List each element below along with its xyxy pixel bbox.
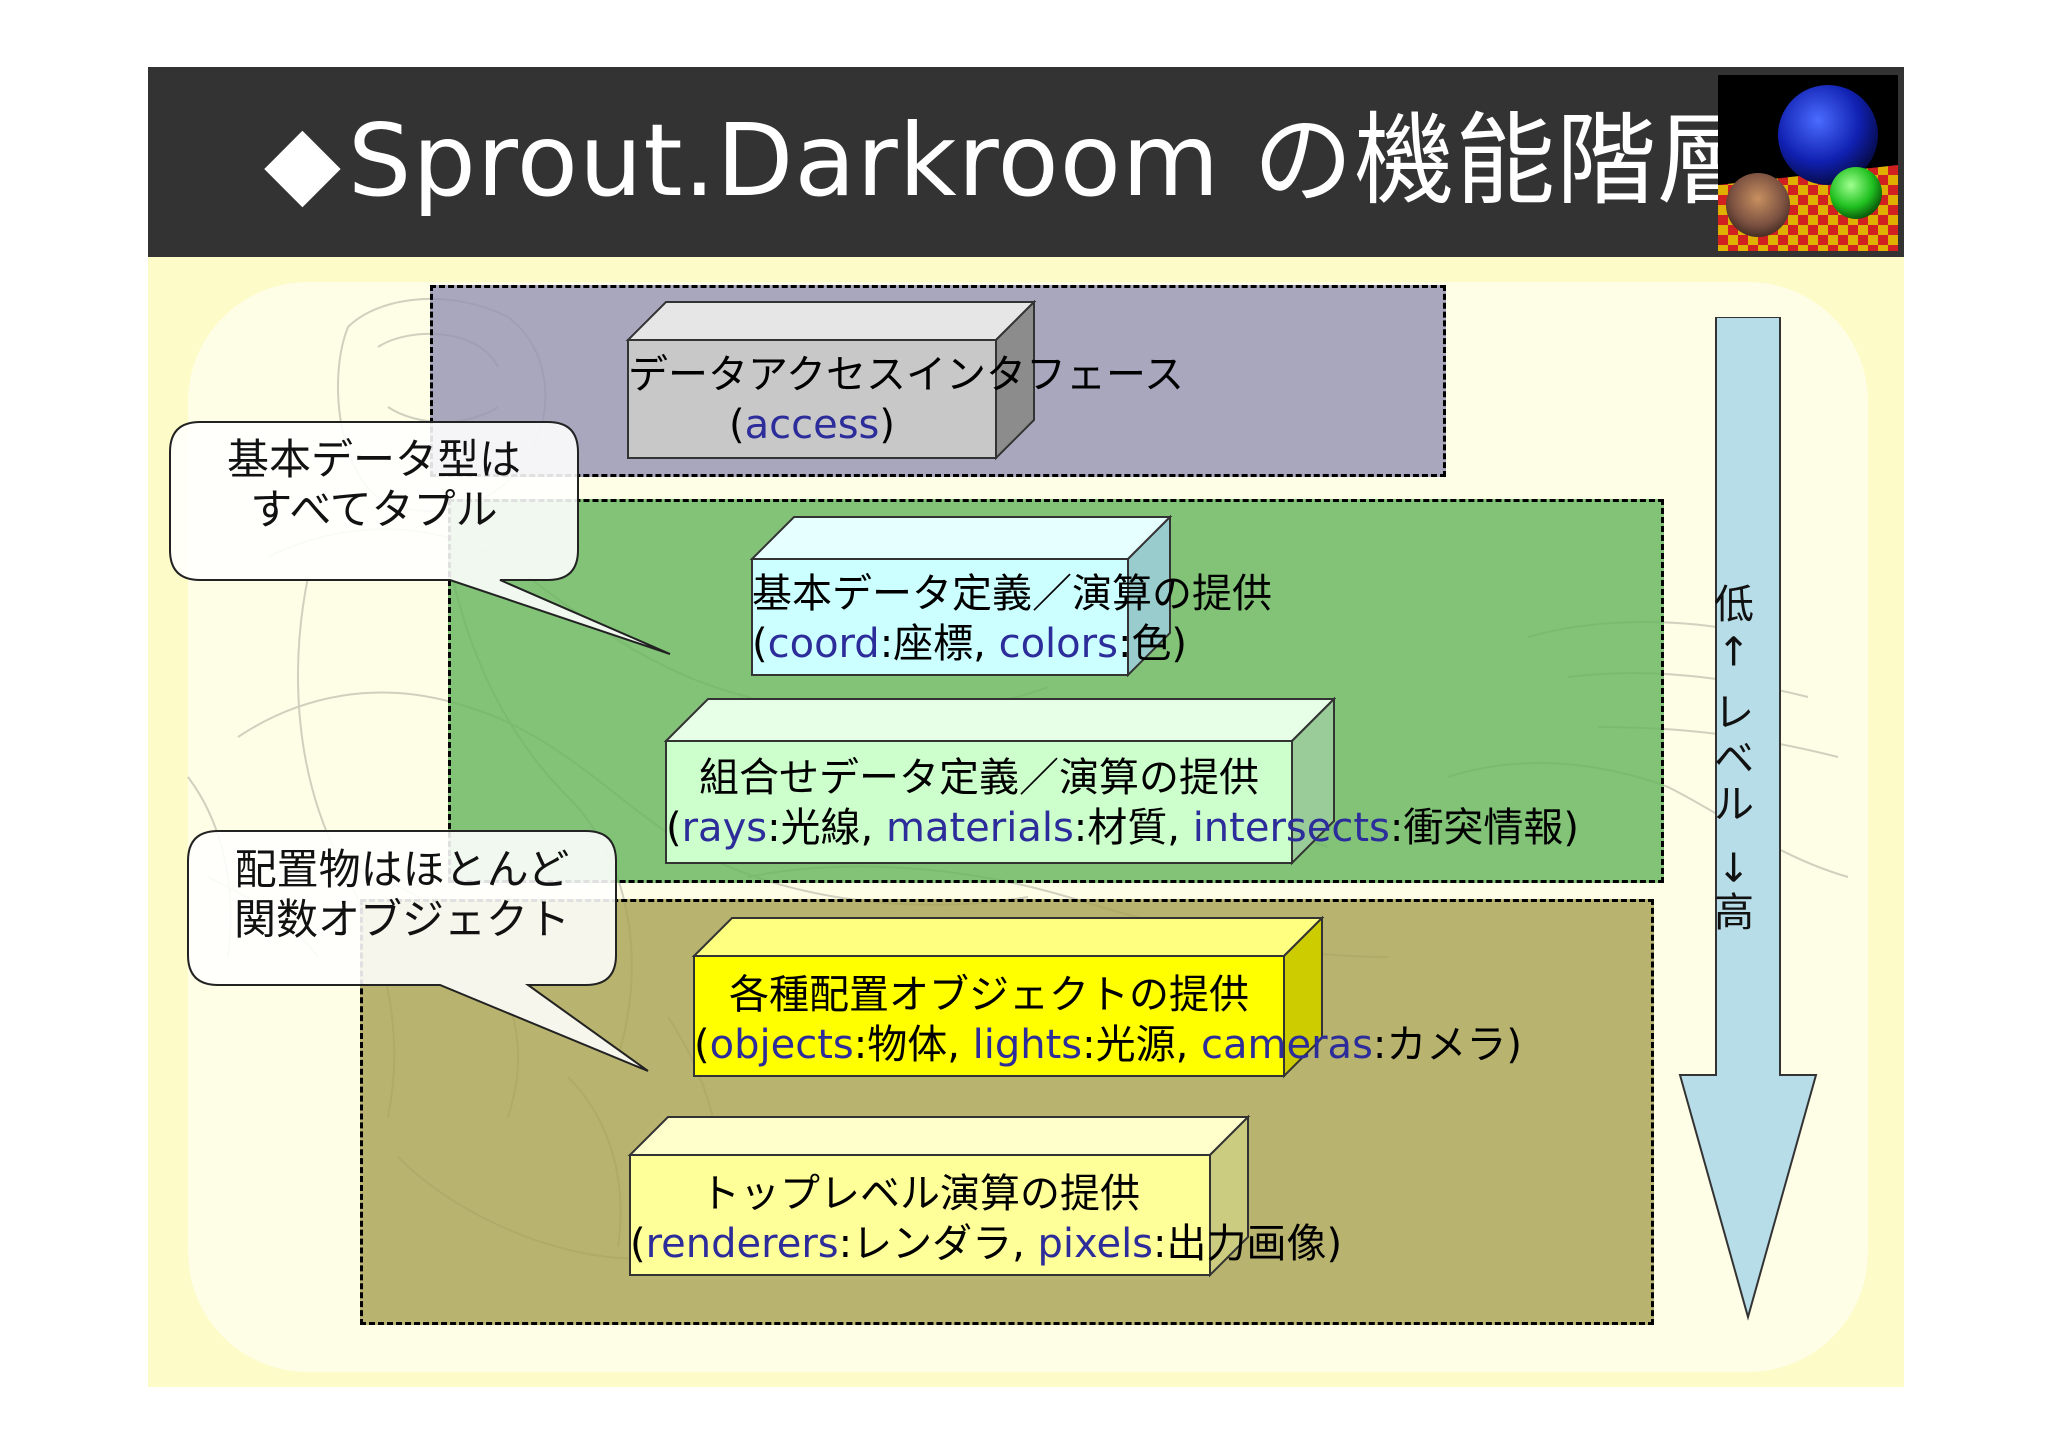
level-up-arrow-icon: ←: [1711, 634, 1757, 668]
callout-tuples-text: 基本データ型は すべてタプル: [226, 435, 521, 534]
level-low-text: 低: [1714, 582, 1754, 628]
box-coord-label: 基本データ定義／演算の提供 (coord:座標, colors:色): [752, 569, 1272, 669]
level-down-arrow-icon: →: [1711, 850, 1757, 884]
box-access-keywords: (access): [728, 402, 895, 448]
level-arrow: [1678, 317, 1818, 1321]
box-access-title: データアクセスインタフェース: [628, 352, 1184, 398]
callout-tuples-bubble: [169, 421, 671, 655]
box-objects-label: 各種配置オブジェクトの提供 (objects:物体, lights:光源, ca…: [694, 970, 1522, 1070]
slide-title-text: Sprout.Darkroom の機能階層: [347, 102, 1759, 219]
slide: ◆Sprout.Darkroom の機能階層: [148, 67, 1904, 1387]
level-label-2: ベ: [1714, 736, 1754, 782]
box-access-label: データアクセスインタフェース (access): [628, 350, 1184, 450]
box-objects-keywords: (objects:物体, lights:光源, cameras:カメラ): [694, 1022, 1522, 1068]
level-arrow-label: 低 ← レ ベ ル → 高: [1704, 582, 1764, 936]
box-access: [625, 299, 1037, 461]
box-renderers-label: トップレベル演算の提供 (renderers:レンダラ, pixels:出力画像…: [630, 1169, 1343, 1269]
box-coord-title: 基本データ定義／演算の提供: [752, 571, 1272, 617]
box-rays-keywords: (rays:光線, materials:材質, intersects:衝突情報): [666, 805, 1579, 851]
box-renderers-title: トップレベル演算の提供: [700, 1171, 1140, 1217]
slide-title: ◆Sprout.Darkroom の機能階層: [264, 95, 1758, 227]
title-bar: ◆Sprout.Darkroom の機能階層: [148, 67, 1904, 257]
callout-objects-text: 配置物はほとんど 関数オブジェクト: [233, 845, 570, 944]
box-objects: [691, 915, 1325, 1079]
box-renderers-keywords: (renderers:レンダラ, pixels:出力画像): [630, 1221, 1343, 1267]
level-high-text: 高: [1714, 890, 1754, 936]
raytraced-spheres-thumbnail: [1718, 75, 1898, 251]
level-label-3: ル: [1714, 782, 1754, 828]
diamond-bullet-icon: ◆: [264, 102, 342, 219]
box-objects-title: 各種配置オブジェクトの提供: [729, 972, 1249, 1018]
box-coord: [749, 514, 1173, 678]
level-label-1: レ: [1714, 690, 1754, 736]
box-renderers: [627, 1114, 1251, 1278]
box-rays-label: 組合せデータ定義／演算の提供 (rays:光線, materials:材質, i…: [666, 753, 1579, 853]
box-coord-keywords: (coord:座標, colors:色): [752, 621, 1188, 667]
callout-objects-bubble: [187, 830, 649, 1072]
box-rays-title: 組合せデータ定義／演算の提供: [699, 755, 1259, 801]
box-rays: [663, 696, 1337, 866]
